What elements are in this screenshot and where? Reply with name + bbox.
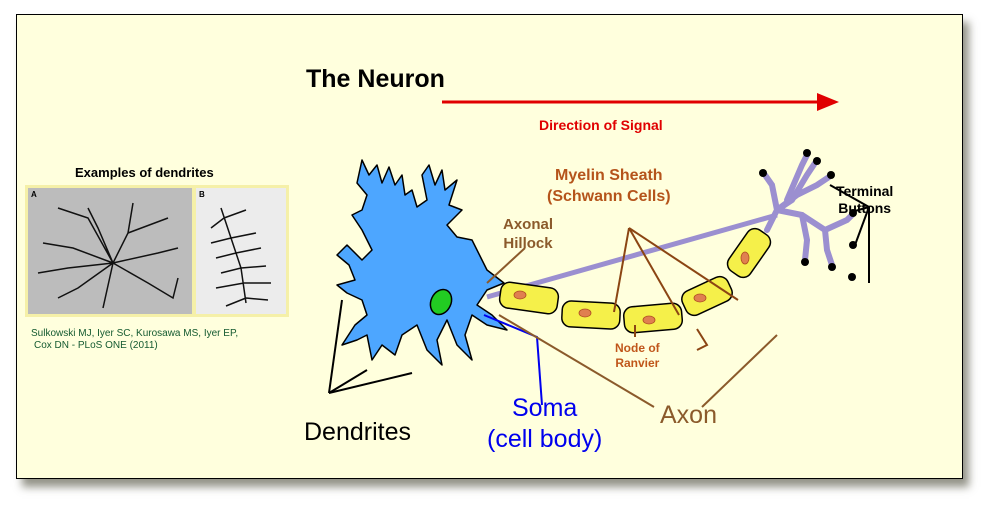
citation: Sulkowski MJ, Iyer SC, Kurosawa MS, Iyer…: [31, 328, 238, 352]
terminal-pointer-lines: [829, 184, 870, 283]
myelin-sheath-label: Myelin Sheath (Schwann Cells): [547, 165, 671, 207]
dendrites-label: Dendrites: [304, 418, 411, 446]
citation-line-1: Sulkowski MJ, Iyer SC, Kurosawa MS, Iyer…: [31, 328, 239, 339]
myelin-sheath: [486, 212, 778, 334]
node-label-line-2: Ranvier: [615, 356, 660, 370]
dendrite-drawing-b: [210, 207, 271, 307]
hillock-label-line-1: Axonal: [503, 216, 554, 233]
dendrite-pointer-lines: [328, 299, 413, 394]
examples-title: Examples of dendrites: [75, 165, 214, 180]
soma-label: Soma (cell body): [487, 393, 602, 455]
photo-panel-b: B: [196, 188, 286, 314]
axonal-hillock-label: Axonal Hillock: [503, 215, 553, 253]
nucleus: [429, 288, 453, 316]
page-title: The Neuron: [306, 65, 445, 93]
node-pointer-lines: [634, 325, 709, 351]
myelin-label-line-1: Myelin Sheath: [555, 167, 663, 184]
axon-terminal: [762, 152, 855, 268]
node-label-line-1: Node of: [615, 341, 660, 355]
axon-pointer-lines: [486, 247, 778, 408]
direction-of-signal-label: Direction of Signal: [539, 117, 663, 133]
myelin-label-line-2: (Schwann Cells): [547, 188, 671, 205]
photo-panel-a: A: [28, 188, 192, 314]
neuron-diagram: [328, 93, 870, 408]
terminal-buttons: [759, 149, 857, 281]
terminal-label-line-1: Terminal: [836, 183, 894, 199]
panel-b-label: B: [199, 190, 205, 199]
citation-line-2: Cox DN - PLoS ONE (2011): [34, 340, 158, 351]
schwann-nuclei: [513, 251, 750, 325]
node-of-ranvier-label: Node of Ranvier: [615, 341, 660, 371]
soma-label-line-1: Soma: [512, 394, 578, 422]
terminal-buttons-label: Terminal Buttons: [836, 183, 893, 217]
dendrite-example-photos: A B: [25, 185, 289, 317]
axon-label: Axon: [660, 401, 717, 429]
neuron-slide: The Neuron Direction of Signal Examples …: [16, 14, 963, 479]
myelin-pointer-lines: [613, 227, 739, 316]
cell-body: [336, 159, 508, 366]
soma-pointer-line: [483, 314, 543, 406]
terminal-label-line-2: Buttons: [838, 200, 892, 216]
signal-direction-arrow: [442, 93, 839, 111]
panel-a-label: A: [31, 190, 37, 199]
dendrite-drawing-a: [37, 202, 179, 309]
hillock-label-line-2: Hillock: [503, 235, 553, 252]
soma-label-line-2: (cell body): [487, 425, 603, 453]
